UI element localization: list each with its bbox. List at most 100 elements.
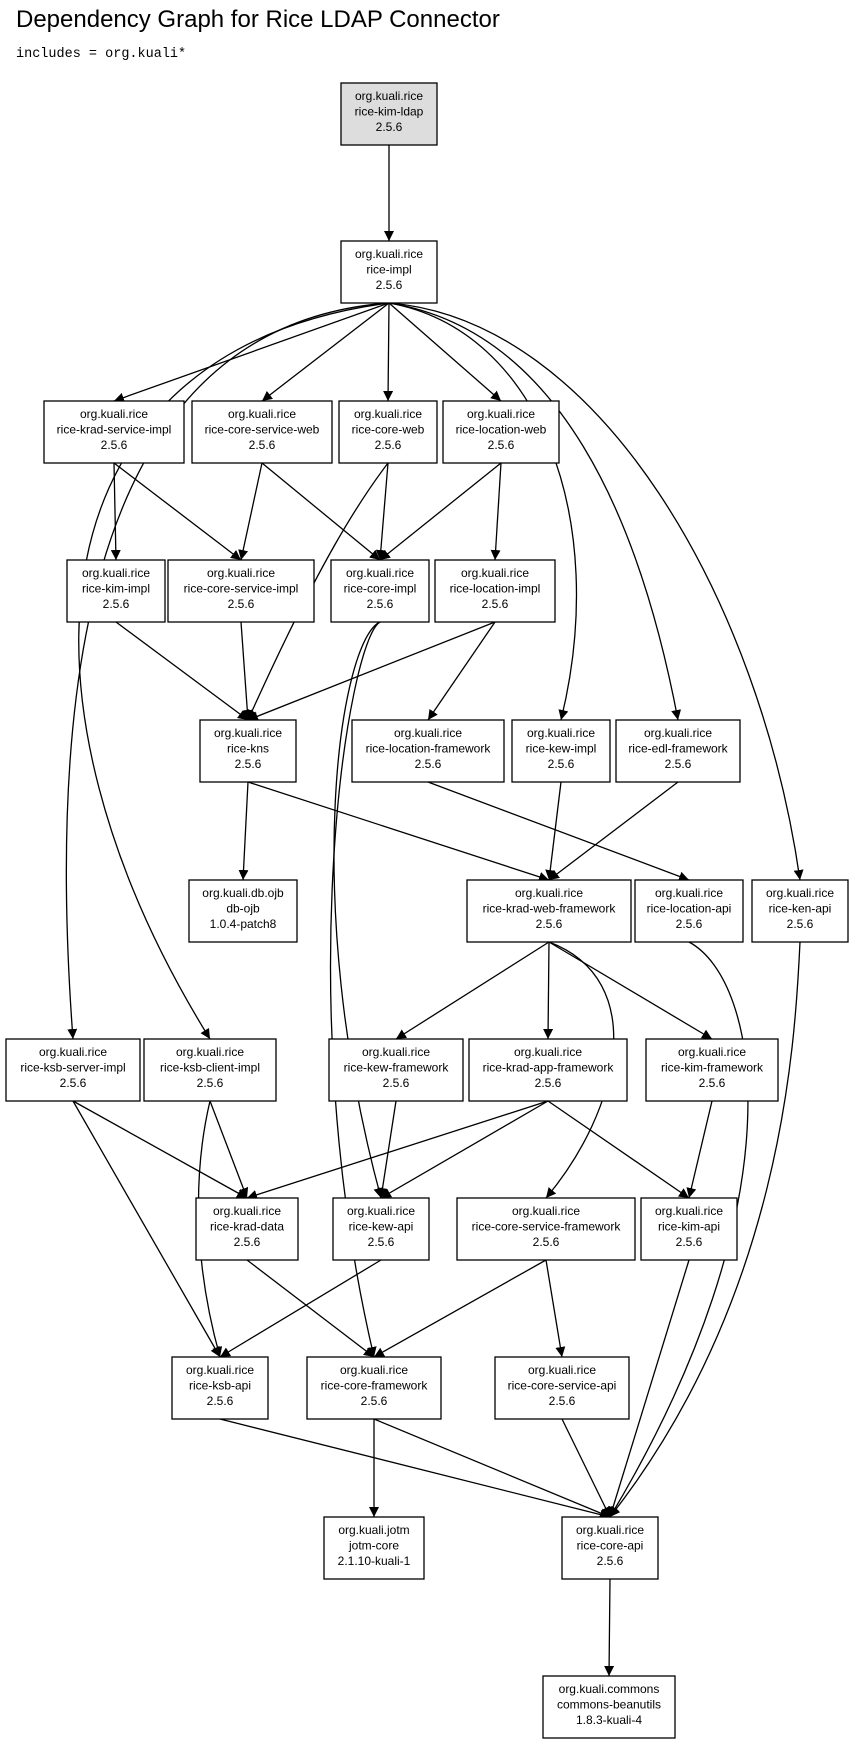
node-box (640, 1197, 738, 1261)
dependency-edge (686, 1100, 713, 1199)
dependency-edge (548, 781, 679, 881)
dependency-edge (333, 621, 384, 1199)
dependency-edge (113, 302, 390, 403)
dependency-edge (380, 1100, 549, 1199)
node-artifact-id: rice-ksb-client-impl (160, 1061, 260, 1075)
node-group-id: org.kuali.rice (644, 726, 712, 740)
dependency-edge (113, 462, 242, 561)
dependency-edge (377, 1100, 397, 1199)
node-group-id: org.kuali.rice (347, 1204, 415, 1218)
node-box (511, 719, 611, 783)
node-box (306, 1356, 442, 1420)
dependency-edge (545, 781, 562, 881)
node-group-id: org.kuali.rice (514, 1045, 582, 1059)
node-version: 2.5.6 (101, 438, 128, 452)
node-artifact-id: rice-core-api (577, 1539, 644, 1553)
node-group-id: org.kuali.rice (362, 1045, 430, 1059)
node-group-id: org.kuali.rice (512, 1204, 580, 1218)
node-group-id: org.kuali.rice (214, 726, 282, 740)
dependency-edge (219, 1418, 611, 1520)
node-box (468, 1038, 628, 1102)
node-version: 2.5.6 (415, 757, 442, 771)
graph-node-rice-krad-app-framework: org.kuali.ricerice-krad-app-framework2.5… (468, 1038, 628, 1102)
node-version: 2.5.6 (234, 1235, 261, 1249)
dependency-edge (609, 941, 801, 1518)
node-box (615, 719, 741, 783)
node-group-id: org.kuali.rice (82, 566, 150, 580)
node-group-id: org.kuali.rice (515, 886, 583, 900)
dependency-edge (373, 1259, 547, 1358)
node-artifact-id: rice-krad-data (210, 1220, 284, 1234)
dependency-edge (261, 302, 390, 402)
node-version: 2.5.6 (535, 1076, 562, 1090)
node-artifact-id: rice-kim-framework (661, 1061, 764, 1075)
dependency-edge (604, 1578, 615, 1677)
node-box (5, 1038, 141, 1102)
node-box (323, 1516, 425, 1580)
node-group-id: org.kuali.rice (354, 407, 422, 421)
node-group-id: org.kuali.rice (39, 1045, 107, 1059)
dependency-edge (373, 1418, 611, 1518)
node-group-id: org.kuali.rice (228, 407, 296, 421)
dependency-edge (110, 462, 121, 561)
node-artifact-id: rice-krad-web-framework (483, 902, 617, 916)
graph-node-rice-core-service-impl: org.kuali.ricerice-core-service-impl2.5.… (167, 559, 315, 623)
node-group-id: org.kuali.rice (766, 886, 834, 900)
node-group-id: org.kuali.rice (655, 886, 723, 900)
dependency-edge (247, 781, 550, 882)
dependency-edge (395, 941, 550, 1040)
dependency-edge (219, 1259, 382, 1358)
node-version: 2.5.6 (482, 597, 509, 611)
dependency-edge (72, 1100, 221, 1358)
node-box (542, 1675, 676, 1739)
node-artifact-id: commons-beanutils (557, 1698, 661, 1712)
dependency-edge (388, 302, 804, 881)
node-group-id: org.kuali.rice (355, 247, 423, 261)
node-box (171, 1356, 269, 1420)
node-box (751, 879, 849, 943)
node-artifact-id: rice-core-impl (344, 582, 417, 596)
node-box (188, 879, 298, 943)
includes-filter-text: includes = org.kuali* (16, 47, 187, 62)
node-box (466, 879, 632, 943)
node-version: 2.5.6 (548, 757, 575, 771)
dependency-edge (608, 1259, 690, 1518)
node-group-id: org.kuali.rice (213, 1204, 281, 1218)
node-version: 2.5.6 (533, 1235, 560, 1249)
node-version: 2.5.6 (235, 757, 262, 771)
dependency-edge (375, 462, 389, 561)
node-group-id: org.kuali.rice (655, 1204, 723, 1218)
node-group-id: org.kuali.rice (528, 1363, 596, 1377)
node-version: 2.5.6 (665, 757, 692, 771)
page-title: Dependency Graph for Rice LDAP Connector (16, 6, 500, 33)
node-version: 2.5.6 (207, 1394, 234, 1408)
node-box (330, 559, 430, 623)
node-group-id: org.kuali.rice (346, 566, 414, 580)
dependency-edge (427, 621, 496, 721)
node-artifact-id: rice-location-web (456, 423, 547, 437)
node-version: 2.5.6 (699, 1076, 726, 1090)
node-box (199, 719, 297, 783)
node-box (340, 240, 438, 304)
node-group-id: org.kuali.commons (559, 1682, 660, 1696)
node-box (338, 400, 438, 464)
node-artifact-id: rice-ksb-api (189, 1379, 251, 1393)
node-box (43, 400, 185, 464)
node-box (191, 400, 333, 464)
node-version: 2.5.6 (488, 438, 515, 452)
node-artifact-id: rice-kim-api (658, 1220, 720, 1234)
node-version: 2.5.6 (376, 278, 403, 292)
node-artifact-id: rice-core-service-impl (184, 582, 299, 596)
node-artifact-id: jotm-core (348, 1539, 399, 1553)
node-group-id: org.kuali.rice (207, 566, 275, 580)
